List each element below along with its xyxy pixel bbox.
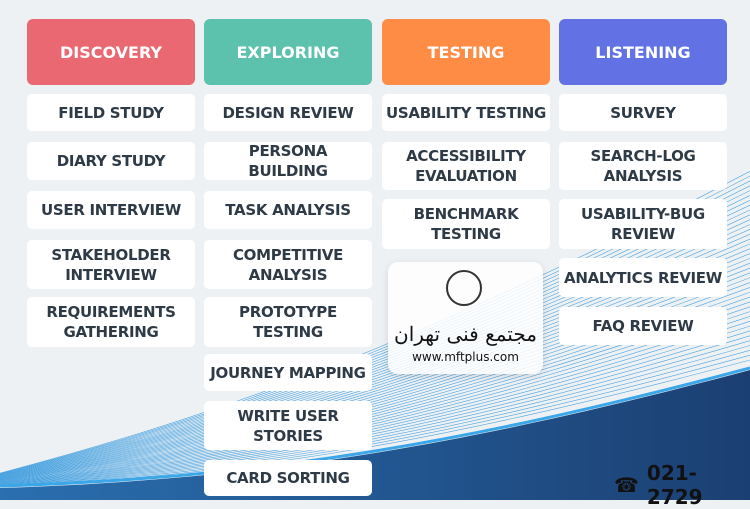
method-card[interactable]: COMPETITIVE ANALYSIS (204, 240, 372, 289)
method-card[interactable]: USER INTERVIEW (27, 191, 195, 229)
watermark-url: www.mftplus.com (412, 350, 519, 364)
method-card[interactable]: DESIGN REVIEW (204, 94, 372, 131)
method-card[interactable]: FAQ REVIEW (559, 307, 727, 345)
method-card[interactable]: BENCHMARK TESTING (382, 199, 550, 249)
method-card[interactable]: TASK ANALYSIS (204, 191, 372, 229)
telephone-icon: ☎ (614, 473, 639, 497)
method-card[interactable]: STAKEHOLDER INTERVIEW (27, 240, 195, 289)
column-header-discovery: DISCOVERY (27, 19, 195, 85)
phone-contact: ☎ 021-2729 (614, 461, 750, 509)
column-header-testing: TESTING (382, 19, 550, 85)
method-card[interactable]: DIARY STUDY (27, 142, 195, 180)
method-card[interactable]: ACCESSIBILITY EVALUATION (382, 142, 550, 190)
method-card[interactable]: REQUIREMENTS GATHERING (27, 297, 195, 347)
method-card[interactable]: WRITE USER STORIES (204, 401, 372, 450)
method-card[interactable]: USABILITY TESTING (382, 94, 550, 131)
method-card[interactable]: USABILITY-BUG REVIEW (559, 199, 727, 249)
watermark-name: مجتمع فنی تهران (394, 322, 537, 346)
seal-icon (446, 270, 482, 306)
method-card[interactable]: FIELD STUDY (27, 94, 195, 131)
method-card[interactable]: PROTOTYPE TESTING (204, 297, 372, 347)
method-card[interactable]: PERSONA BUILDING (204, 142, 372, 180)
method-card[interactable]: ANALYTICS REVIEW (559, 258, 727, 297)
method-card[interactable]: JOURNEY MAPPING (204, 354, 372, 391)
column-header-listening: LISTENING (559, 19, 727, 85)
watermark-logo: مجتمع فنی تهران www.mftplus.com (388, 262, 543, 374)
phone-number: 021-2729 (646, 461, 703, 509)
method-card[interactable]: SEARCH-LOG ANALYSIS (559, 142, 727, 190)
method-card[interactable]: SURVEY (559, 94, 727, 131)
column-header-exploring: EXPLORING (204, 19, 372, 85)
method-card[interactable]: CARD SORTING (204, 460, 372, 496)
